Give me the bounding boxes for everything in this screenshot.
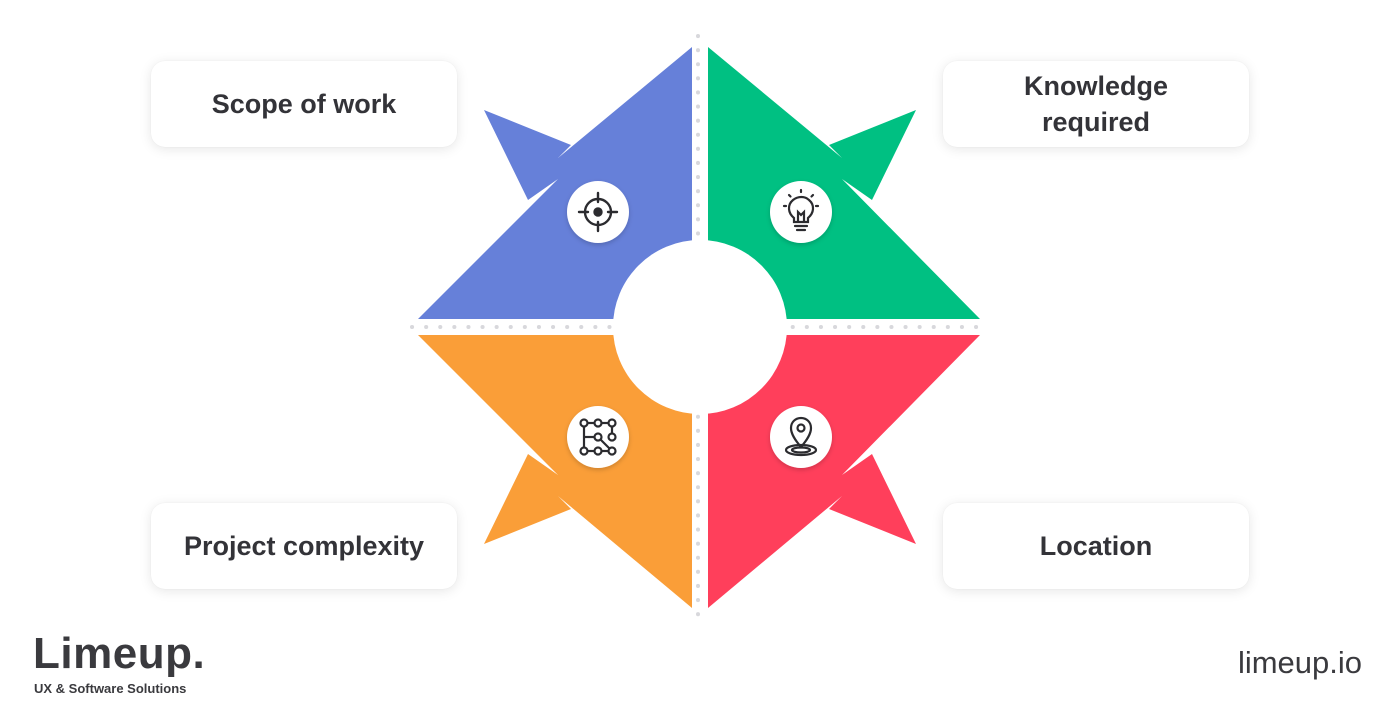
brand-logo: Limeup. xyxy=(33,629,206,678)
network-icon xyxy=(579,418,617,456)
label-card-project: Project complexity xyxy=(151,503,457,589)
arrow-scope xyxy=(418,47,692,319)
label-knowledge: Knowledge required xyxy=(1023,71,1168,137)
badge-location xyxy=(770,406,832,468)
arrow-knowledge xyxy=(708,47,980,319)
label-scope: Scope of work xyxy=(211,89,397,119)
label-card-location: Location xyxy=(943,503,1249,589)
arrow-location-shape xyxy=(708,335,980,608)
arrow-scope-shape xyxy=(418,47,692,319)
badge-project xyxy=(567,406,629,468)
center-circle xyxy=(613,240,787,414)
location-pin-icon xyxy=(784,416,818,457)
arrow-knowledge-shape xyxy=(708,47,980,319)
arrow-location xyxy=(708,335,980,608)
label-project: Project complexity xyxy=(183,531,425,561)
arrow-project xyxy=(418,335,692,608)
badge-scope xyxy=(567,181,629,243)
dotted-guides xyxy=(410,34,990,626)
label-card-scope: Scope of work xyxy=(151,61,457,147)
lightbulb-icon xyxy=(782,188,820,232)
target-icon xyxy=(577,191,619,233)
label-location: Location xyxy=(1039,531,1153,561)
brand-url: limeup.io xyxy=(1237,645,1362,680)
label-card-knowledge: Knowledge required xyxy=(943,61,1249,147)
arrow-project-shape xyxy=(418,335,692,608)
brand-tagline: UX & Software Solutions xyxy=(34,681,187,696)
badge-knowledge xyxy=(770,181,832,243)
